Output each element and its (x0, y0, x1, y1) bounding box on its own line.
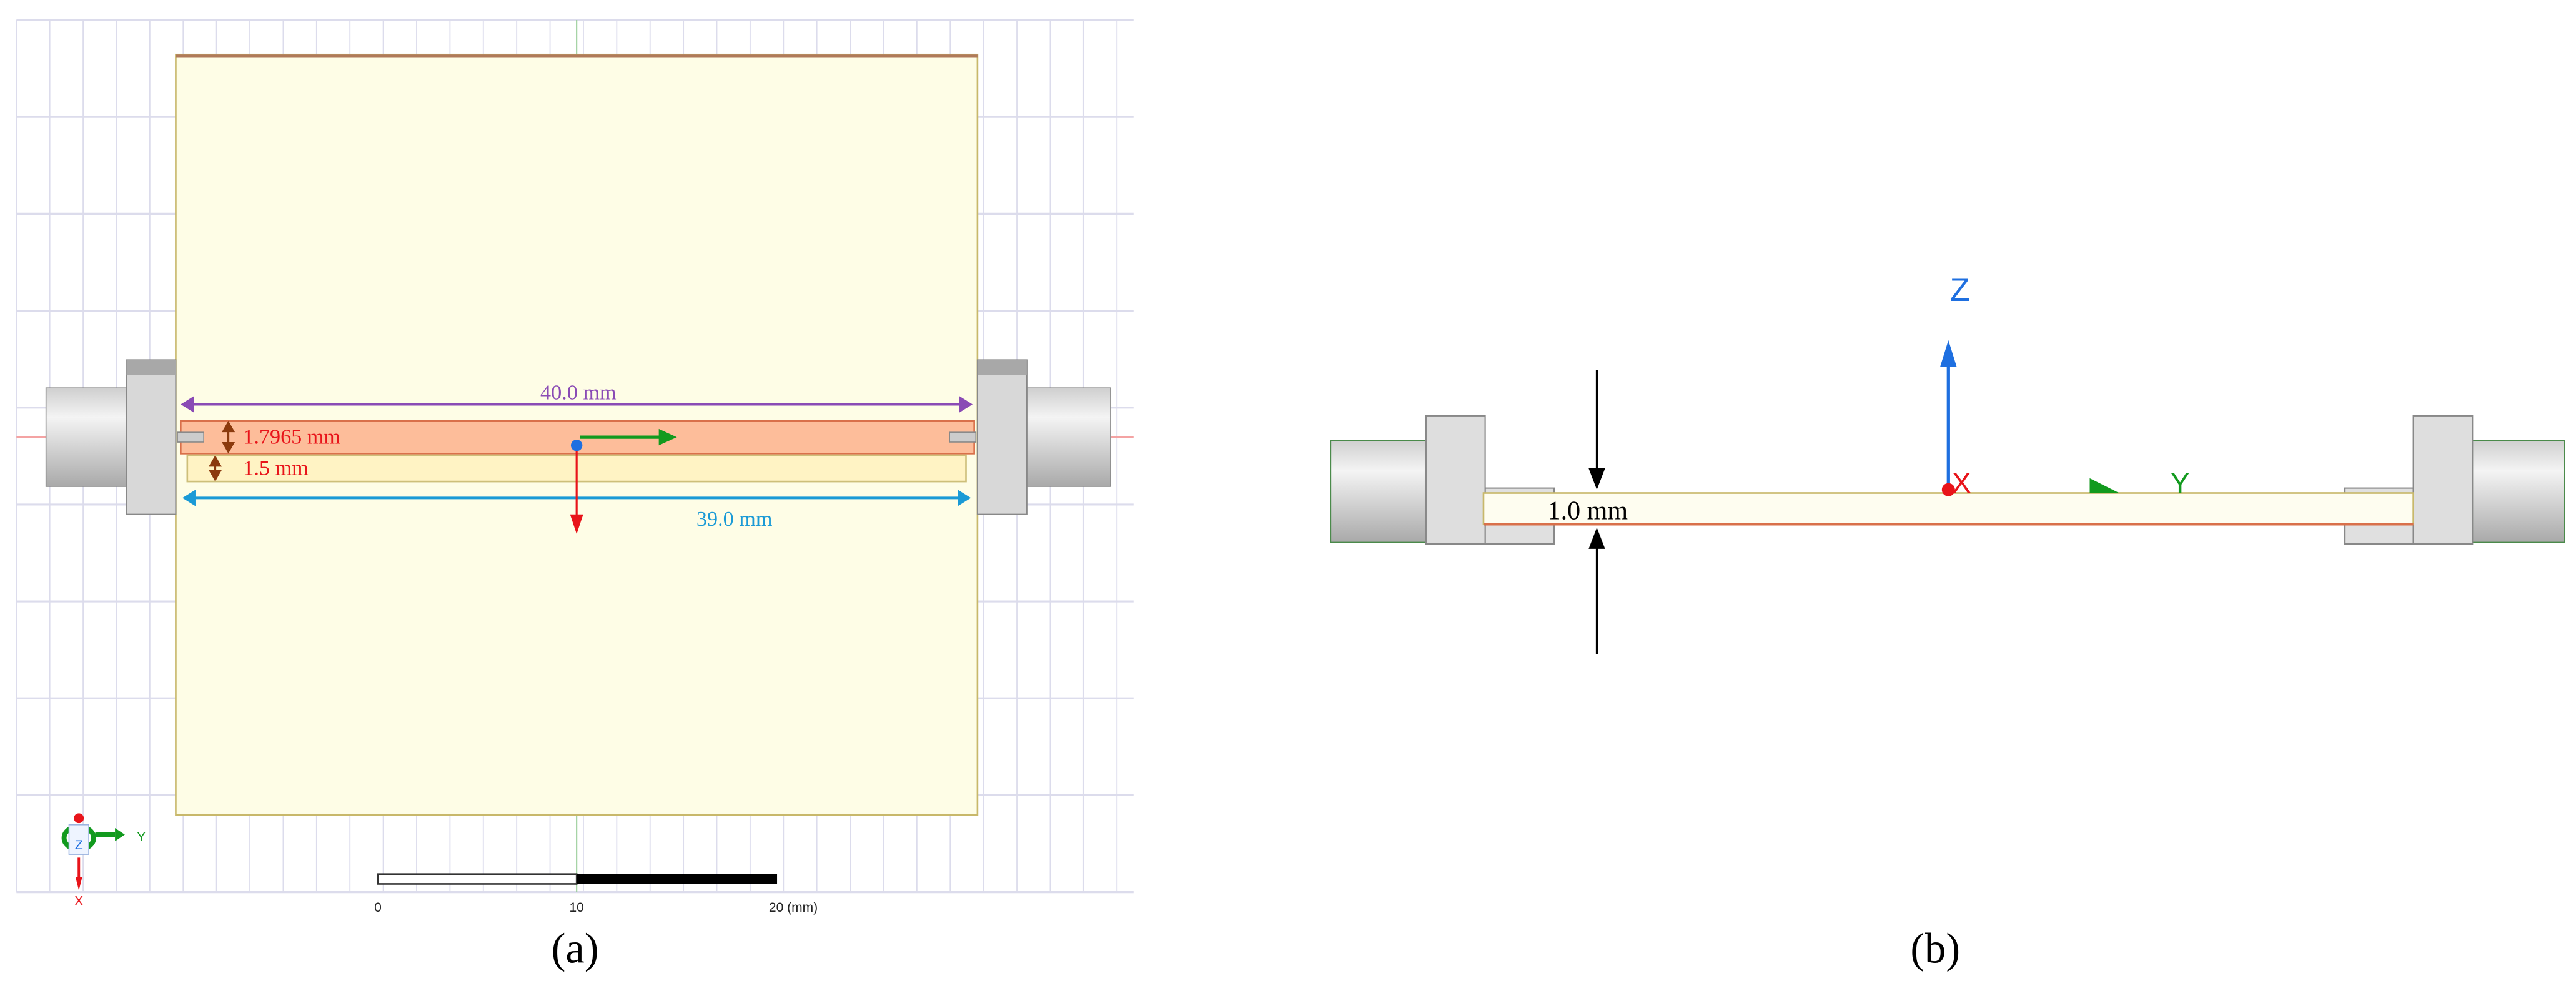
dimension-gap-height (209, 455, 222, 482)
left-pin (177, 431, 204, 443)
dimension-label-40mm: 40.0 mm (540, 382, 617, 405)
substrate-side (1482, 492, 2414, 525)
y-axis-label: Y (2170, 467, 2190, 500)
caption-a: (a) (552, 925, 599, 972)
panel-b: 1.0 mm Z X Y (b) (1330, 272, 2565, 972)
scale-bar (377, 873, 778, 885)
triad-z-label: Z (75, 838, 83, 852)
z-axis-label: Z (1950, 272, 1970, 308)
dimension-40mm (181, 396, 973, 413)
triad-y-label: Y (137, 830, 146, 844)
scale-label-20: 20 (mm) (769, 900, 818, 915)
axis-triad: Z Y X (61, 813, 146, 909)
triad-x-label: X (74, 894, 83, 909)
dimension-label-gap: 1.5 mm (243, 457, 309, 480)
scale-label-10: 10 (569, 900, 583, 915)
origin-axes (570, 428, 677, 535)
x-axis-label: X (1952, 467, 1972, 500)
caption-b: (b) (1910, 925, 1960, 972)
scale-label-0: 0 (374, 900, 382, 915)
panel-a: 40.0 mm 39.0 mm 1.7965 mm 1.5 mm (16, 19, 1134, 972)
right-connector (949, 359, 1111, 515)
dimension-strip-height (222, 420, 235, 454)
thickness-dimension (1588, 370, 1605, 654)
thickness-label: 1.0 mm (1548, 497, 1628, 526)
left-connector (45, 359, 204, 515)
dimension-label-39mm: 39.0 mm (696, 508, 773, 531)
right-pin (949, 431, 977, 443)
dimension-label-strip: 1.7965 mm (243, 426, 340, 449)
axes-side (1940, 340, 2119, 496)
